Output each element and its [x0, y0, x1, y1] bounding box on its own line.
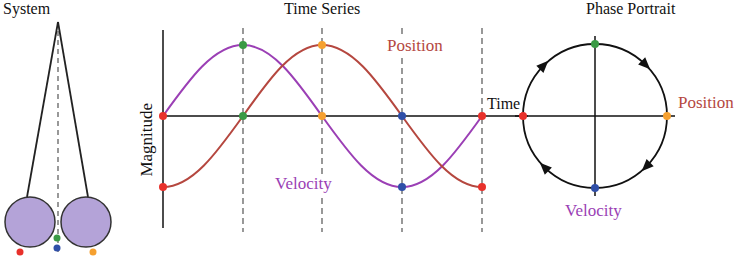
pendulum	[5, 22, 111, 256]
axis-label: Time	[486, 95, 521, 113]
time-series-plot	[159, 28, 528, 232]
panel-title: System	[2, 0, 51, 18]
axis-label: Position	[677, 93, 735, 113]
curve-label: Position	[386, 36, 444, 56]
phase-portrait	[515, 36, 675, 196]
panel-title: Time Series	[283, 0, 361, 18]
axis-label: Velocity	[564, 201, 623, 221]
panel-title: Phase Portrait	[585, 0, 676, 18]
curve-label: Velocity	[274, 174, 333, 194]
axis-label: Magnitude	[137, 102, 157, 178]
